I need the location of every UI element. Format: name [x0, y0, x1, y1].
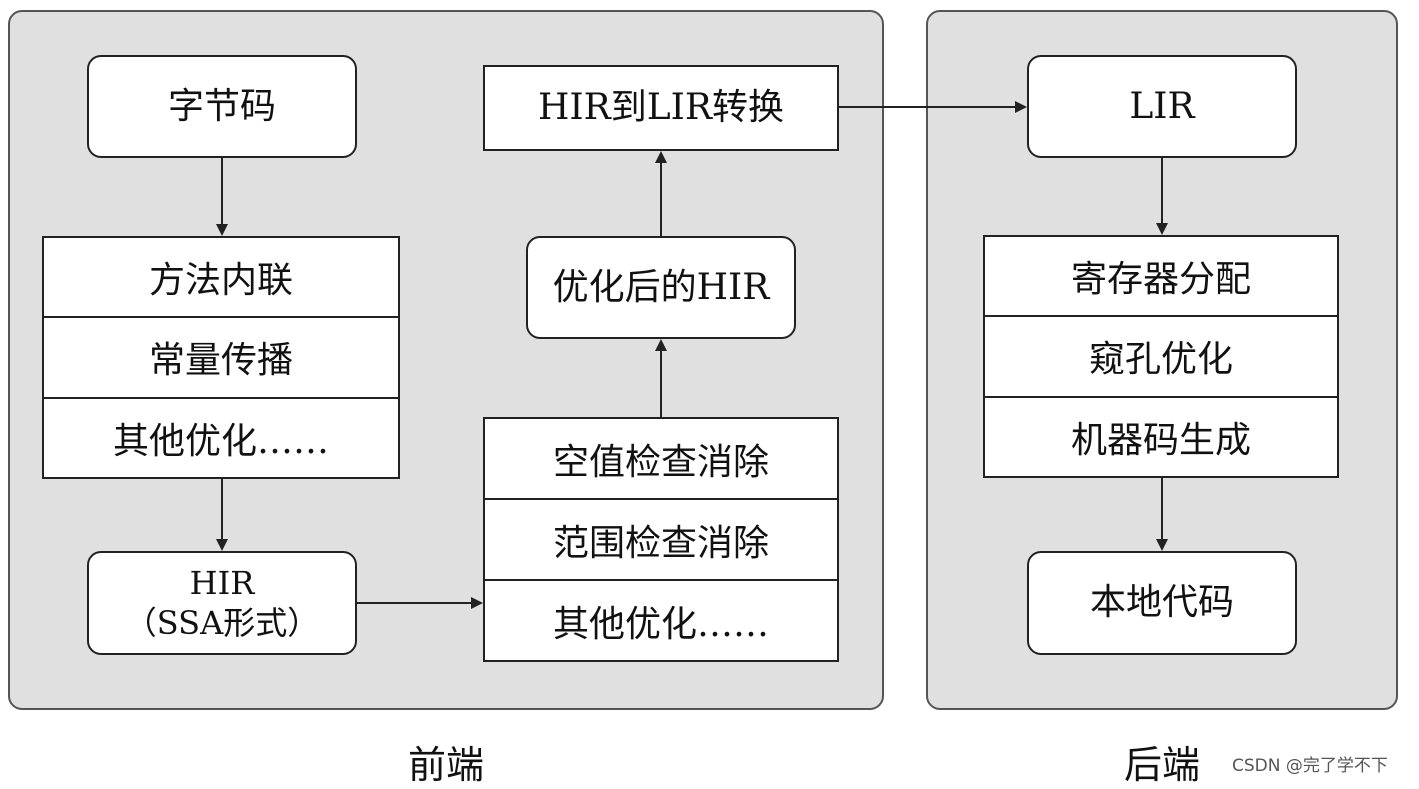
- codegen-stack: 寄存器分配 窥孔优化 机器码生成: [983, 235, 1339, 478]
- register-allocation-stage: 寄存器分配: [1070, 259, 1251, 301]
- optimized-hir-label: 优化后的HIR: [552, 266, 770, 308]
- ssa-form-label: （SSA形式）: [124, 604, 320, 642]
- hir-to-lir-label: HIR到LIR转换: [538, 87, 784, 129]
- lir-node: LIR: [1027, 55, 1297, 158]
- hir-to-lir-node: HIR到LIR转换: [483, 65, 839, 151]
- native-code-node: 本地代码: [1027, 551, 1297, 655]
- bytecode-label: 字节码: [167, 85, 276, 127]
- null-check-elimination-stage: 空值检查消除: [552, 441, 769, 483]
- range-check-elimination-stage: 范围检查消除: [485, 498, 837, 579]
- method-inlining-stage: 方法内联: [148, 260, 293, 302]
- check-elimination-stack: 空值检查消除 范围检查消除 其他优化……: [483, 417, 839, 662]
- other-optimizations-stage-2: 其他优化……: [485, 579, 837, 660]
- hir-label: HIR: [189, 564, 255, 602]
- other-optimizations-stage: 其他优化……: [44, 396, 398, 477]
- bytecode-node: 字节码: [87, 55, 357, 158]
- constant-propagation-stage: 常量传播: [44, 316, 398, 396]
- hir-optimization-stack: 方法内联 常量传播 其他优化……: [42, 236, 400, 479]
- frontend-label: 前端: [407, 743, 484, 787]
- hir-ssa-node: HIR （SSA形式）: [87, 551, 357, 655]
- machine-code-generation-stage: 机器码生成: [985, 395, 1337, 476]
- peephole-optimization-stage: 窥孔优化: [985, 315, 1337, 395]
- native-code-label: 本地代码: [1089, 582, 1234, 624]
- optimized-hir-node: 优化后的HIR: [526, 236, 796, 339]
- watermark: CSDN @完了学不下: [1232, 756, 1388, 776]
- lir-label: LIR: [1129, 85, 1195, 127]
